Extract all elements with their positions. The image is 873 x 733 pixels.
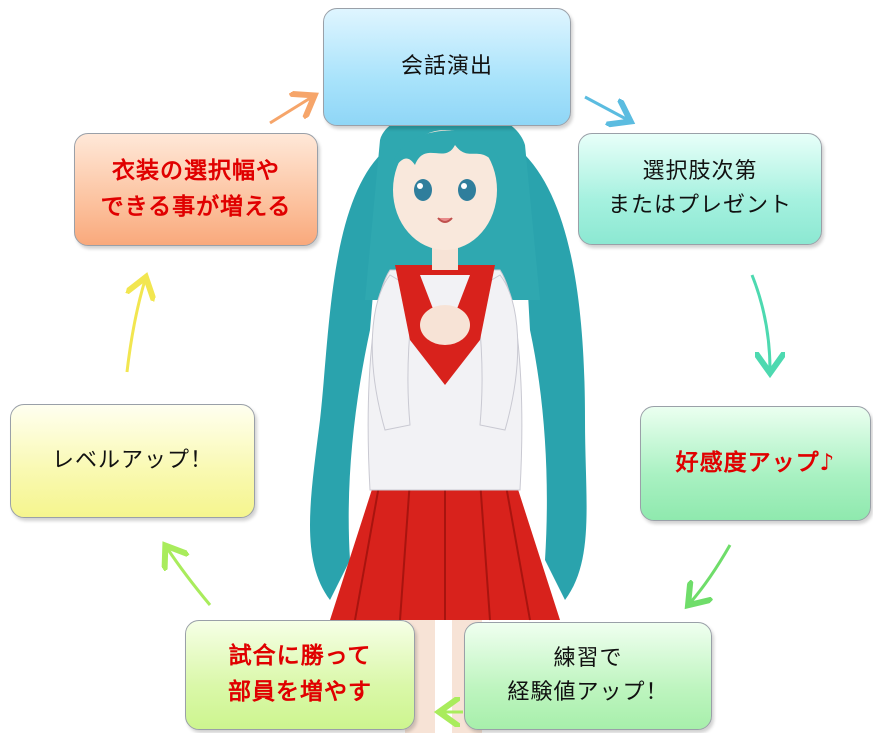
step-choices-label-1: 選択肢次第 [642, 158, 758, 184]
step-levelup: レベルアップ！ [10, 404, 255, 518]
step-choices-label-2: またはプレゼント [607, 193, 792, 218]
step-affection: 好感度アップ♪ [640, 406, 871, 521]
arrow-choices-to-affection [750, 274, 770, 370]
step-match-label-2: 部員を増やす [228, 679, 372, 705]
arrow-levelup-to-costume [127, 280, 145, 373]
step-costume-label-1: 衣装の選択幅や [112, 157, 280, 184]
arrow-costume-to-conversation [269, 97, 312, 125]
arrow-conversation-to-choices [584, 95, 628, 120]
step-conversation: 会話演出 [323, 8, 571, 126]
step-practice-label-2: 経験値アップ！ [507, 680, 669, 705]
step-costume-label-2: できる事が増える [100, 193, 292, 220]
step-affection-label: 好感度アップ♪ [675, 449, 836, 476]
step-choices: 選択肢次第 またはプレゼント [578, 133, 822, 245]
arrow-match-to-levelup [167, 548, 212, 606]
step-conversation-label: 会話演出 [400, 53, 493, 79]
step-match: 試合に勝って 部員を増やす [185, 620, 415, 730]
step-match-label-1: 試合に勝って [228, 643, 372, 670]
step-levelup-label: レベルアップ！ [51, 447, 213, 473]
step-practice-label-1: 練習で [553, 645, 623, 671]
step-costume: 衣装の選択幅や できる事が増える [74, 133, 318, 246]
step-practice: 練習で 経験値アップ！ [464, 622, 712, 730]
arrow-affection-to-practice [690, 544, 732, 603]
